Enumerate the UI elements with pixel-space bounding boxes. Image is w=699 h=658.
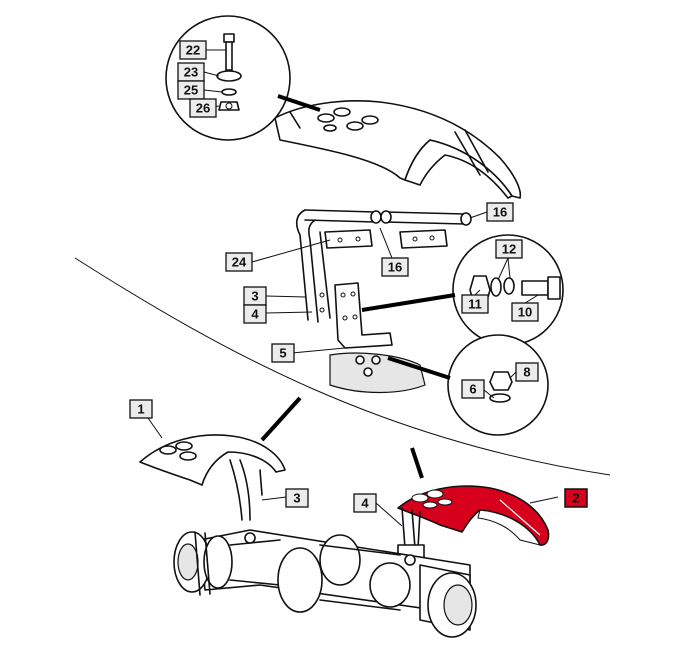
svg-text:1: 1 xyxy=(137,402,144,417)
mount-plate xyxy=(329,282,426,394)
svg-text:24: 24 xyxy=(232,255,247,270)
part-label-22[interactable]: 22 xyxy=(179,40,207,60)
svg-text:16: 16 xyxy=(493,205,507,220)
top-fender xyxy=(274,100,522,199)
right-fender-brace xyxy=(397,507,425,560)
part-label-2[interactable]: 2 xyxy=(564,488,588,508)
part-label-10[interactable]: 10 xyxy=(511,302,539,322)
part-label-6[interactable]: 6 xyxy=(461,379,485,399)
hardware-detail-bolt xyxy=(361,234,564,346)
svg-text:3: 3 xyxy=(293,491,300,506)
part-label-16-center[interactable]: 16 xyxy=(381,257,409,277)
svg-text:8: 8 xyxy=(523,365,530,380)
part-label-24[interactable]: 24 xyxy=(225,252,253,272)
left-fender xyxy=(139,434,286,521)
part-label-12[interactable]: 12 xyxy=(495,239,523,259)
part-label-25[interactable]: 25 xyxy=(177,80,205,100)
part-label-4-upper[interactable]: 4 xyxy=(243,304,267,324)
exploded-view-boundary xyxy=(74,257,611,476)
part-label-11[interactable]: 11 xyxy=(461,294,489,314)
svg-text:5: 5 xyxy=(279,346,286,361)
svg-text:16: 16 xyxy=(388,260,402,275)
svg-text:11: 11 xyxy=(468,297,482,312)
part-label-26[interactable]: 26 xyxy=(189,98,217,118)
part-label-16-right[interactable]: 16 xyxy=(486,202,514,222)
callout-left-fender xyxy=(260,396,302,442)
part-label-8[interactable]: 8 xyxy=(515,362,539,382)
svg-text:26: 26 xyxy=(196,101,210,116)
svg-text:4: 4 xyxy=(251,307,259,322)
svg-text:12: 12 xyxy=(502,242,516,257)
svg-text:6: 6 xyxy=(469,382,476,397)
part-label-4-lower[interactable]: 4 xyxy=(353,493,377,513)
hardware-detail-nut xyxy=(387,334,549,436)
callout-right-fender xyxy=(410,447,424,479)
leader-lines xyxy=(147,49,559,527)
part-label-3-upper[interactable]: 3 xyxy=(243,286,267,306)
svg-text:10: 10 xyxy=(518,305,532,320)
svg-text:22: 22 xyxy=(186,43,200,58)
svg-text:3: 3 xyxy=(251,289,258,304)
svg-text:23: 23 xyxy=(184,65,198,80)
svg-text:2: 2 xyxy=(572,491,579,506)
part-label-1[interactable]: 1 xyxy=(129,399,153,419)
part-label-5[interactable]: 5 xyxy=(271,343,295,363)
fender-brace-assembly xyxy=(295,209,472,323)
right-fender-selected[interactable] xyxy=(397,485,550,546)
svg-text:25: 25 xyxy=(184,83,198,98)
svg-text:4: 4 xyxy=(361,496,369,511)
part-label-3-lower[interactable]: 3 xyxy=(285,488,309,508)
part-label-23[interactable]: 23 xyxy=(177,62,205,82)
axle-housing xyxy=(173,529,477,638)
